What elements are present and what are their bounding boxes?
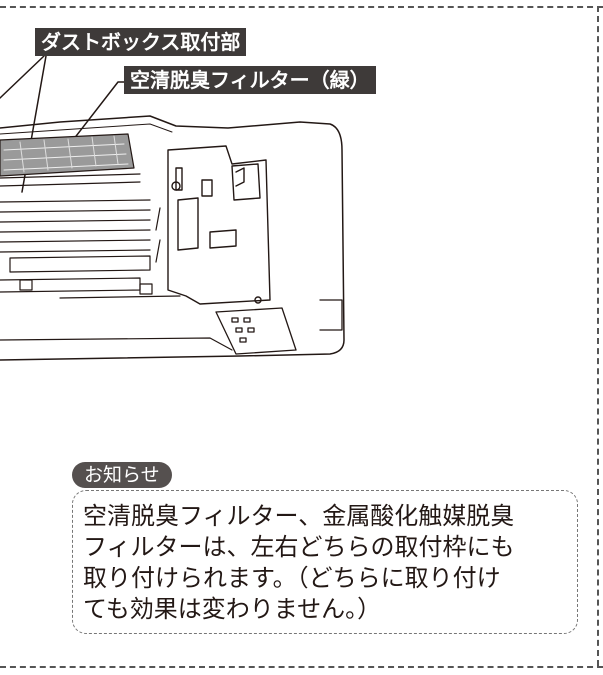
- unit-top-edge: [0, 123, 173, 135]
- notice-line: ても効果は変わりません。）: [83, 595, 382, 623]
- interior-details: [0, 173, 233, 351]
- leader-line-filter: [55, 81, 125, 163]
- right-dashed-border: [597, 6, 599, 666]
- notice-tag: お知らせ: [72, 462, 172, 488]
- filter-mesh: [0, 133, 135, 177]
- unit-body-outline: [0, 115, 345, 361]
- leader-line-dust-left: [0, 55, 45, 99]
- notice-line: 取り付けられます。（どちらに取り付け: [83, 564, 501, 592]
- front-panel: [215, 299, 343, 355]
- bottom-dashed-border: [0, 666, 603, 668]
- top-dashed-border: [0, 6, 603, 8]
- notice-box: 空清脱臭フィルター、金属酸化触媒脱臭 フィルターは、左右どちらの取付枠にも 取り…: [72, 490, 578, 634]
- dust-box-label: ダストボックス取付部: [35, 28, 247, 56]
- notice-line: フィルターは、左右どちらの取付枠にも: [83, 533, 515, 561]
- notice-line: 空清脱臭フィルター、金属酸化触媒脱臭: [83, 502, 515, 530]
- filter-label: 空清脱臭フィルター（緑）: [124, 66, 376, 94]
- side-mechanism: [167, 145, 271, 305]
